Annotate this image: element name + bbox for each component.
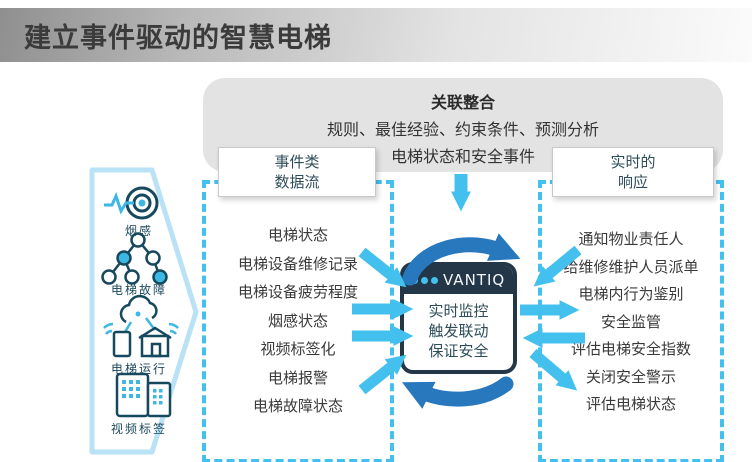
- event-stream-label-box: 事件类 数据流: [218, 147, 376, 197]
- event-list: 电梯状态 电梯设备维修记录 电梯设备疲劳程度 烟感状态 视频标签化 电梯报警 电…: [206, 224, 390, 416]
- source-chevron: [89, 167, 199, 455]
- window-dot-icon: [411, 276, 418, 284]
- realtime-response-label-line2: 响应: [617, 173, 648, 191]
- event-item: 电梯设备疲劳程度: [237, 283, 358, 301]
- event-item: 烟感状态: [267, 311, 328, 330]
- event-data-box: 电梯状态 电梯设备维修记录 电梯设备疲劳程度 烟感状态 视频标签化 电梯报警 电…: [202, 180, 394, 462]
- response-item: 给维修维护人员派单: [563, 257, 699, 276]
- response-item: 评估电梯状态: [585, 395, 676, 413]
- response-item: 电梯内行为鉴别: [578, 285, 684, 303]
- response-list: 通知物业责任人 给维修维护人员派单 电梯内行为鉴别 安全监管 评估电梯安全指数 …: [542, 228, 720, 414]
- window-dot-icon: [431, 276, 438, 284]
- response-item: 评估电梯安全指数: [570, 340, 691, 358]
- platform-line: 触发联动: [428, 322, 489, 340]
- vantiq-logo: VANTIQ: [443, 271, 506, 289]
- title-bar: 建立事件驱动的智慧电梯: [0, 8, 752, 62]
- platform-line: 保证安全: [428, 342, 489, 360]
- integration-title: 关联整合: [430, 93, 495, 112]
- event-stream-label-line1: 事件类: [274, 153, 320, 171]
- response-item: 关闭安全警示: [585, 367, 676, 386]
- event-item: 电梯设备维修记录: [237, 254, 358, 273]
- platform-line: 实时监控: [428, 302, 489, 320]
- source-label-video: 视频标签: [110, 422, 167, 436]
- elevator-fault-icon: [101, 232, 168, 285]
- vantiq-platform-box: VANTIQ 实时监控 触发联动 保证安全: [400, 262, 517, 374]
- event-item: 视频标签化: [260, 340, 336, 358]
- platform-text: 实时监控 触发联动 保证安全: [404, 294, 513, 361]
- source-label-fault: 电梯故障: [110, 283, 167, 297]
- window-dot-icon: [421, 276, 428, 284]
- cycle-arrow-bottom: [402, 376, 514, 409]
- integration-line-1: 规则、最佳经验、约束条件、预测分析: [326, 120, 599, 139]
- response-box: 通知物业责任人 给维修维护人员派单 电梯内行为鉴别 安全监管 评估电梯安全指数 …: [538, 180, 724, 462]
- source-label-smoke: 烟感: [124, 224, 153, 238]
- smoke-sensor-icon: [104, 186, 159, 220]
- event-stream-label-line2: 数据流: [274, 173, 320, 191]
- event-item: 电梯状态: [267, 226, 328, 244]
- realtime-response-label-line1: 实时的: [610, 153, 656, 171]
- response-item: 安全监管: [600, 312, 661, 331]
- event-item: 电梯故障状态: [252, 397, 343, 415]
- page-title: 建立事件驱动的智慧电梯: [24, 22, 332, 54]
- vantiq-window-header: VANTIQ: [404, 266, 513, 294]
- source-label-running: 电梯运行: [110, 362, 167, 376]
- event-item: 电梯报警: [267, 368, 328, 387]
- realtime-response-label-box: 实时的 响应: [552, 147, 714, 197]
- response-item: 通知物业责任人: [578, 230, 684, 248]
- elevator-running-icon: [103, 294, 179, 358]
- integration-line-2: 电梯状态和安全事件: [390, 147, 535, 166]
- video-tag-icon: [115, 372, 172, 418]
